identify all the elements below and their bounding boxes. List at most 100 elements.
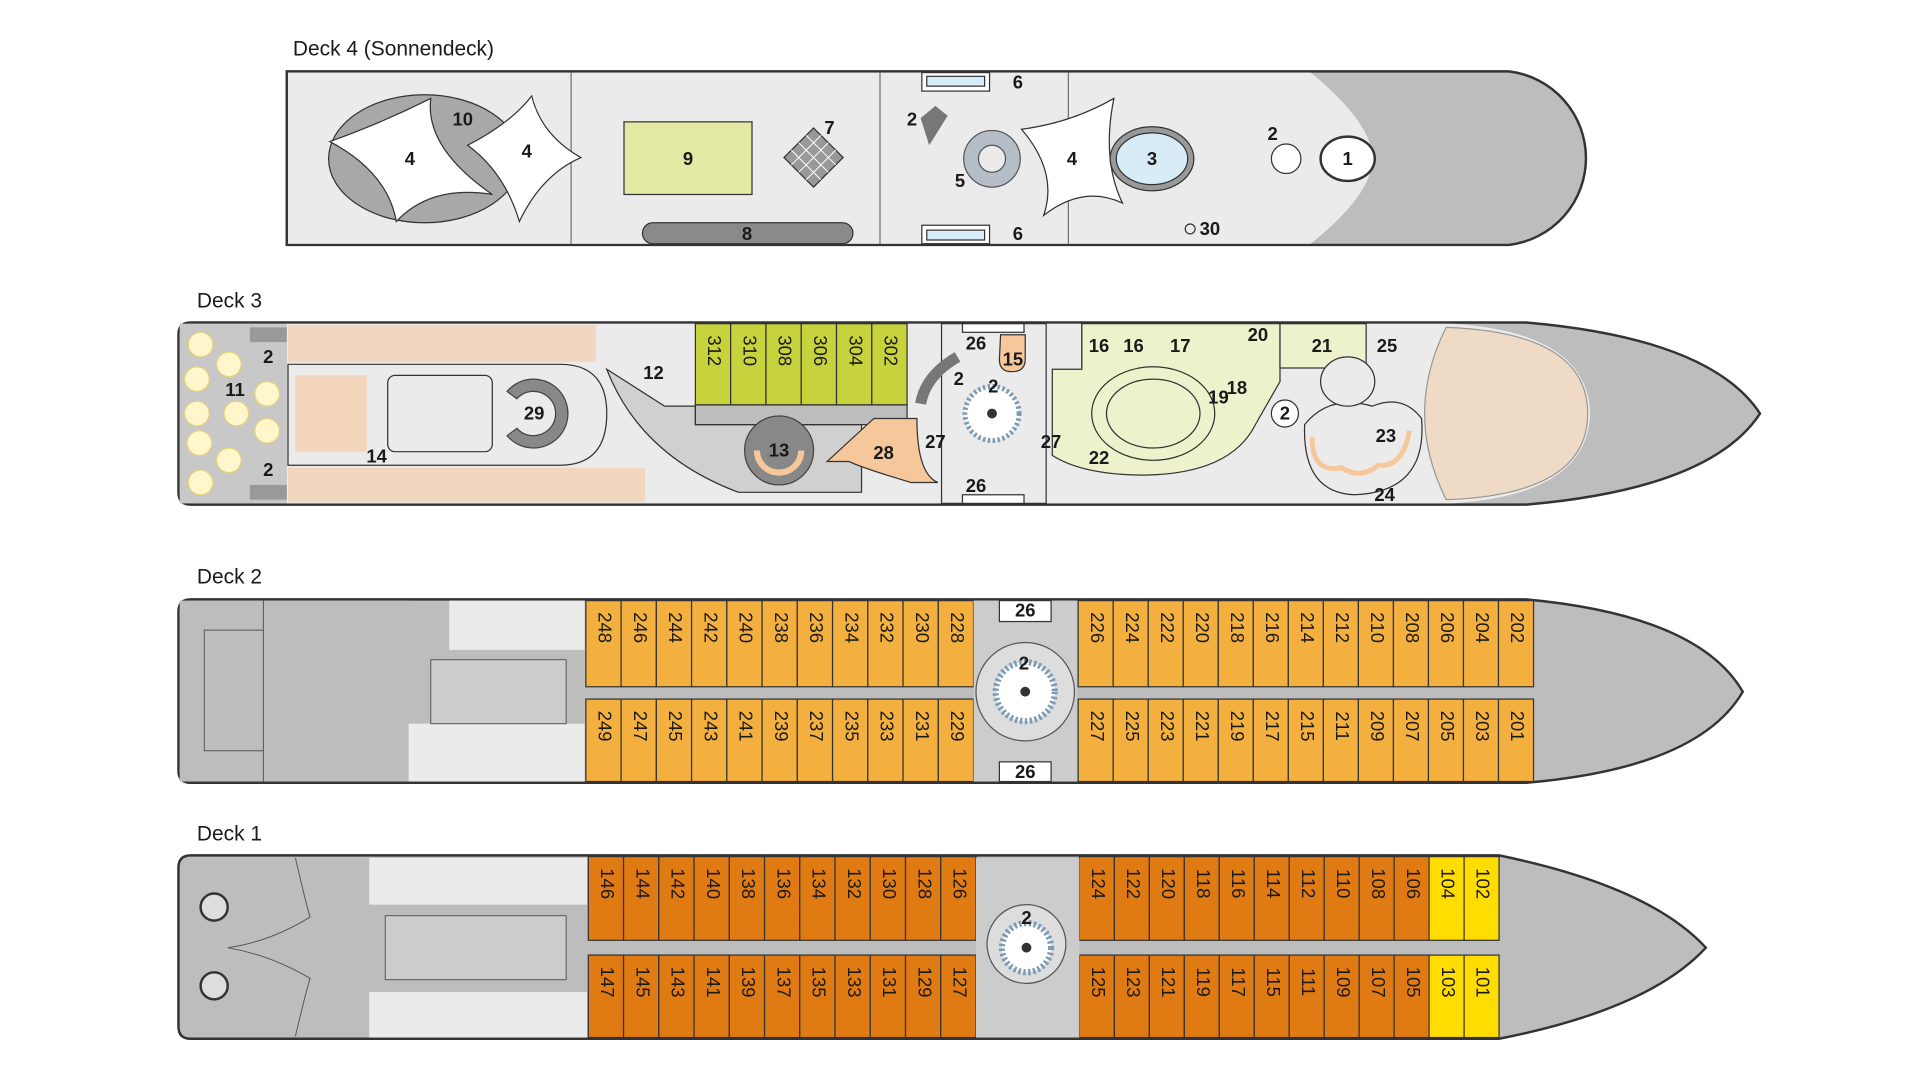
cabin-137[interactable]: 137 <box>763 954 801 1039</box>
cabin-237[interactable]: 237 <box>796 698 834 783</box>
cabin-220[interactable]: 220 <box>1182 600 1219 688</box>
cabin-134[interactable]: 134 <box>799 856 836 941</box>
cabin-304[interactable]: 304 <box>835 323 873 406</box>
cabin-133[interactable]: 133 <box>834 954 871 1039</box>
cabin-147[interactable]: 147 <box>587 954 625 1039</box>
cabin-144[interactable]: 144 <box>622 856 660 941</box>
cabin-221[interactable]: 221 <box>1182 698 1219 783</box>
cabin-123[interactable]: 123 <box>1113 954 1150 1039</box>
cabin-243[interactable]: 243 <box>690 698 728 783</box>
cabin-208[interactable]: 208 <box>1392 600 1430 688</box>
cabin-310[interactable]: 310 <box>730 323 767 406</box>
cabin-223[interactable]: 223 <box>1147 698 1184 783</box>
cabin-241[interactable]: 241 <box>726 698 763 783</box>
cabin-108[interactable]: 108 <box>1358 856 1395 941</box>
cabin-230[interactable]: 230 <box>902 600 939 688</box>
cabin-224[interactable]: 224 <box>1112 600 1149 688</box>
cabin-302[interactable]: 302 <box>871 323 908 406</box>
cabin-235[interactable]: 235 <box>831 698 869 783</box>
cabin-135[interactable]: 135 <box>799 954 836 1039</box>
cabin-142[interactable]: 142 <box>658 856 695 941</box>
cabin-139[interactable]: 139 <box>728 954 766 1039</box>
cabin-146[interactable]: 146 <box>587 856 625 941</box>
cabin-308[interactable]: 308 <box>765 323 802 406</box>
cabin-104[interactable]: 104 <box>1428 856 1465 941</box>
cabin-236[interactable]: 236 <box>796 600 834 688</box>
cabin-143[interactable]: 143 <box>658 954 695 1039</box>
cabin-145[interactable]: 145 <box>622 954 660 1039</box>
cabin-109[interactable]: 109 <box>1323 954 1360 1039</box>
cabin-107[interactable]: 107 <box>1358 954 1395 1039</box>
cabin-247[interactable]: 247 <box>620 698 657 783</box>
cabin-141[interactable]: 141 <box>693 954 730 1039</box>
cabin-102[interactable]: 102 <box>1463 856 1500 941</box>
cabin-118[interactable]: 118 <box>1183 856 1220 941</box>
cabin-210[interactable]: 210 <box>1357 600 1395 688</box>
cabin-206[interactable]: 206 <box>1427 600 1465 688</box>
cabin-222[interactable]: 222 <box>1147 600 1184 688</box>
cabin-240[interactable]: 240 <box>726 600 763 688</box>
cabin-129[interactable]: 129 <box>904 954 942 1039</box>
cabin-138[interactable]: 138 <box>728 856 766 941</box>
cabin-209[interactable]: 209 <box>1357 698 1395 783</box>
cabin-239[interactable]: 239 <box>761 698 798 783</box>
cabin-105[interactable]: 105 <box>1393 954 1430 1039</box>
cabin-207[interactable]: 207 <box>1392 698 1430 783</box>
cabin-245[interactable]: 245 <box>655 698 693 783</box>
cabin-217[interactable]: 217 <box>1252 698 1289 783</box>
cabin-234[interactable]: 234 <box>831 600 869 688</box>
cabin-140[interactable]: 140 <box>693 856 730 941</box>
cabin-106[interactable]: 106 <box>1393 856 1430 941</box>
cabin-131[interactable]: 131 <box>869 954 907 1039</box>
cabin-202[interactable]: 202 <box>1497 600 1535 688</box>
cabin-125[interactable]: 125 <box>1078 954 1115 1039</box>
cabin-212[interactable]: 212 <box>1322 600 1360 688</box>
cabin-216[interactable]: 216 <box>1252 600 1289 688</box>
cabin-116[interactable]: 116 <box>1218 856 1255 941</box>
cabin-229[interactable]: 229 <box>937 698 975 783</box>
cabin-119[interactable]: 119 <box>1183 954 1220 1039</box>
cabin-228[interactable]: 228 <box>937 600 975 688</box>
cabin-136[interactable]: 136 <box>763 856 801 941</box>
cabin-103[interactable]: 103 <box>1428 954 1465 1039</box>
cabin-249[interactable]: 249 <box>585 698 622 783</box>
cabin-248[interactable]: 248 <box>585 600 622 688</box>
cabin-242[interactable]: 242 <box>690 600 728 688</box>
cabin-127[interactable]: 127 <box>940 954 977 1039</box>
cabin-204[interactable]: 204 <box>1462 600 1500 688</box>
cabin-115[interactable]: 115 <box>1253 954 1290 1039</box>
cabin-101[interactable]: 101 <box>1463 954 1500 1039</box>
cabin-201[interactable]: 201 <box>1497 698 1535 783</box>
cabin-226[interactable]: 226 <box>1077 600 1114 688</box>
cabin-218[interactable]: 218 <box>1217 600 1254 688</box>
cabin-121[interactable]: 121 <box>1148 954 1185 1039</box>
cabin-219[interactable]: 219 <box>1217 698 1254 783</box>
cabin-233[interactable]: 233 <box>867 698 904 783</box>
cabin-112[interactable]: 112 <box>1288 856 1325 941</box>
cabin-246[interactable]: 246 <box>620 600 657 688</box>
cabin-225[interactable]: 225 <box>1112 698 1149 783</box>
cabin-120[interactable]: 120 <box>1148 856 1185 941</box>
cabin-238[interactable]: 238 <box>761 600 798 688</box>
cabin-244[interactable]: 244 <box>655 600 693 688</box>
cabin-132[interactable]: 132 <box>834 856 871 941</box>
cabin-211[interactable]: 211 <box>1322 698 1360 783</box>
cabin-232[interactable]: 232 <box>867 600 904 688</box>
cabin-126[interactable]: 126 <box>940 856 977 941</box>
cabin-306[interactable]: 306 <box>800 323 838 406</box>
cabin-122[interactable]: 122 <box>1113 856 1150 941</box>
cabin-312[interactable]: 312 <box>694 323 732 406</box>
cabin-130[interactable]: 130 <box>869 856 907 941</box>
cabin-203[interactable]: 203 <box>1462 698 1500 783</box>
cabin-214[interactable]: 214 <box>1287 600 1324 688</box>
cabin-205[interactable]: 205 <box>1427 698 1465 783</box>
cabin-227[interactable]: 227 <box>1077 698 1114 783</box>
cabin-110[interactable]: 110 <box>1323 856 1360 941</box>
cabin-117[interactable]: 117 <box>1218 954 1255 1039</box>
cabin-231[interactable]: 231 <box>902 698 939 783</box>
cabin-114[interactable]: 114 <box>1253 856 1290 941</box>
cabin-215[interactable]: 215 <box>1287 698 1324 783</box>
cabin-124[interactable]: 124 <box>1078 856 1115 941</box>
cabin-111[interactable]: 111 <box>1288 954 1325 1039</box>
cabin-128[interactable]: 128 <box>904 856 942 941</box>
